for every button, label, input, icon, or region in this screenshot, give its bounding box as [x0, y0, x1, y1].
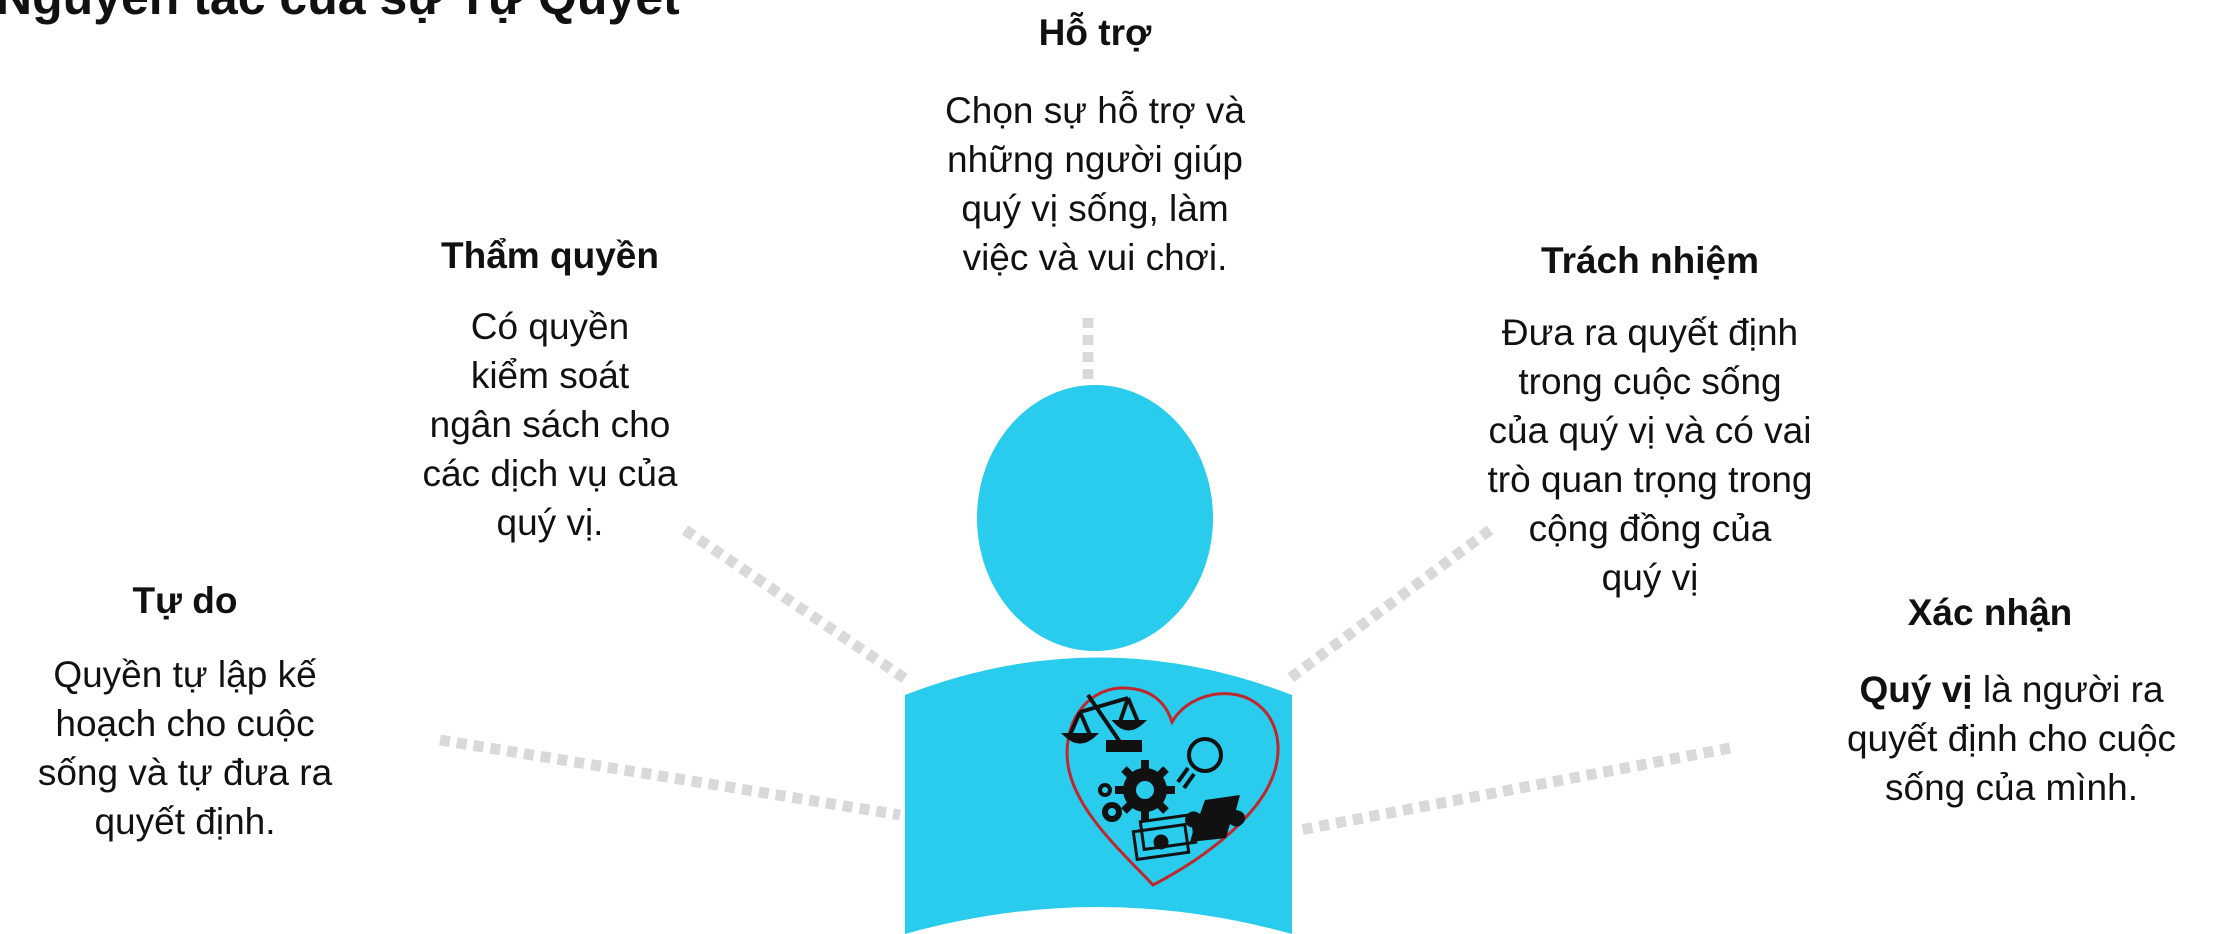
person-body	[905, 657, 1292, 934]
responsibility-description: Đưa ra quyết định trong cuộc sống của qu…	[1487, 312, 1813, 598]
connector-confirmation	[1298, 742, 1732, 836]
person-head	[977, 385, 1213, 651]
confirmation-description: Quý vị là người ra quyết định cho cuộc s…	[1846, 669, 2177, 808]
gears-icon	[1098, 760, 1175, 822]
authority-description: Có quyền kiểm soát ngân sách cho các dịc…	[422, 306, 678, 543]
authority-heading: Thẩm quyền	[441, 235, 659, 276]
connector-authority	[681, 525, 914, 687]
connectors	[439, 318, 1732, 836]
support-heading: Hỗ trợ	[1038, 12, 1152, 53]
puzzle-piece-icon	[1185, 795, 1245, 842]
support-description: Chọn sự hỗ trợ và những người giúp quý v…	[945, 90, 1245, 278]
lightbulb-icon	[1176, 737, 1223, 790]
confirmation-bold-lead: Quý vị	[1859, 669, 1973, 710]
responsibility-heading: Trách nhiệm	[1541, 240, 1759, 281]
freedom-description: Quyền tự lập kế hoạch cho cuộc sống và t…	[37, 654, 333, 842]
money-icon	[1131, 812, 1198, 862]
diagram-title: Nguyên tắc của sự Tự Quyết	[0, 0, 680, 26]
connector-responsibility	[1281, 525, 1494, 687]
person-figure	[905, 385, 1292, 934]
heart-icon	[1065, 686, 1280, 887]
connector-freedom	[439, 734, 901, 821]
scales-icon	[1060, 693, 1148, 752]
freedom-heading: Tự do	[132, 580, 238, 621]
confirmation-heading: Xác nhận	[1907, 592, 2073, 633]
